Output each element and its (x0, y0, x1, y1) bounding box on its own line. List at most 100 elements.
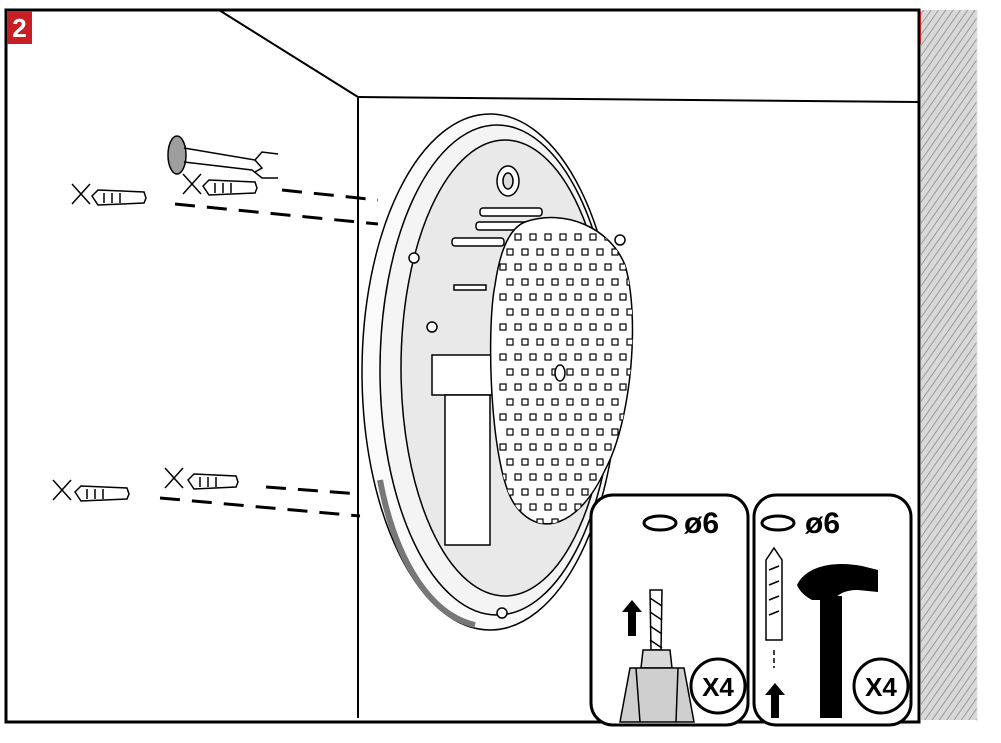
vent-hole (551, 488, 559, 496)
vent-hole (551, 428, 559, 436)
vent-hole (611, 458, 619, 466)
vent-hole (589, 473, 597, 481)
vent-hole (604, 263, 612, 271)
vent-hole (514, 293, 522, 301)
vent-hole (619, 293, 627, 301)
hammer-icon (797, 564, 878, 718)
vent-hole (596, 308, 604, 316)
vent-hole (619, 443, 627, 451)
vent-hole (521, 368, 529, 376)
vent-hole (506, 428, 514, 436)
vent-hole (521, 338, 529, 346)
vent-hole (551, 398, 559, 406)
vent-hole (506, 398, 514, 406)
vent-hole (529, 293, 537, 301)
vent-hole (559, 293, 567, 301)
vent-hole (544, 383, 552, 391)
vent-hole (589, 263, 597, 271)
power-cable (167, 135, 279, 179)
vent-hole (566, 368, 574, 376)
vent-hole (626, 368, 633, 376)
vent-hole (506, 308, 514, 316)
step-frame (4, 8, 921, 724)
vent-hole (635, 444, 641, 450)
vent-hole (635, 414, 641, 420)
vent-hole (581, 428, 589, 436)
vent-hole (559, 383, 567, 391)
vent-hole (551, 278, 559, 286)
vent-hole (536, 278, 544, 286)
vent-hole (642, 279, 648, 285)
vent-hole (514, 323, 522, 331)
up-arrow-icon (765, 683, 785, 718)
vent-hole (544, 503, 552, 511)
vent-hole (589, 233, 597, 241)
vent-hole (566, 488, 574, 496)
vent-hole (604, 413, 612, 421)
vent-hole (529, 263, 537, 271)
wall-plug-upper-right (182, 173, 258, 196)
vent-hole (581, 308, 589, 316)
vent-hole (506, 338, 514, 346)
vent-hole (596, 398, 604, 406)
vent-hole (506, 458, 514, 466)
vent-hole (559, 443, 567, 451)
wall-plug-lower-right (164, 467, 239, 490)
vent-hole (589, 323, 597, 331)
vent-hole (536, 398, 544, 406)
vent-hole (619, 383, 627, 391)
vent-hole (499, 323, 507, 331)
vent-hole (551, 458, 559, 466)
vent-hole (566, 458, 574, 466)
vent-hole (604, 443, 612, 451)
vent-hole (559, 323, 567, 331)
vent-hole (604, 323, 612, 331)
vent-hole (506, 278, 514, 286)
vent-hole (551, 248, 559, 256)
vent-hole (536, 308, 544, 316)
vent-hole (626, 398, 633, 406)
vent-hole (604, 353, 612, 361)
vent-hole (536, 338, 544, 346)
vent-hole (642, 429, 648, 435)
vent-hole (536, 428, 544, 436)
vent-hole (566, 308, 574, 316)
vent-hole (544, 293, 552, 301)
hole-symbol-icon (760, 514, 796, 532)
vent-hole (521, 308, 529, 316)
vent-hole (514, 473, 522, 481)
vent-hole (581, 338, 589, 346)
vent-hole (521, 248, 529, 256)
vent-hole (635, 324, 641, 330)
vent-hole (506, 248, 514, 256)
vent-hole (544, 443, 552, 451)
vent-hole (611, 398, 619, 406)
vent-hole (635, 234, 641, 240)
hammer-diameter-label: ø6 (805, 507, 840, 540)
vent-hole (589, 413, 597, 421)
vent-hole (611, 248, 619, 256)
vent-hole (589, 293, 597, 301)
vent-hole (574, 233, 582, 241)
vent-hole (544, 323, 552, 331)
vent-hole (529, 383, 537, 391)
vent-hole (619, 353, 627, 361)
vent-hole (574, 383, 582, 391)
vent-hole (581, 368, 589, 376)
vent-hole (574, 413, 582, 421)
vent-hole (596, 278, 604, 286)
vent-hole (506, 368, 514, 376)
vent-hole (596, 458, 604, 466)
vent-hole (596, 428, 604, 436)
vent-hole (536, 368, 544, 376)
vent-hole (635, 264, 641, 270)
vent-hole (544, 263, 552, 271)
vent-hole (581, 458, 589, 466)
step-badge-current: 2 (7, 11, 32, 44)
drill-panel: ø6 X4 (589, 493, 750, 727)
vent-hole (529, 503, 537, 511)
vent-hole (574, 353, 582, 361)
vent-hole (559, 473, 567, 481)
vent-hole (626, 308, 633, 316)
